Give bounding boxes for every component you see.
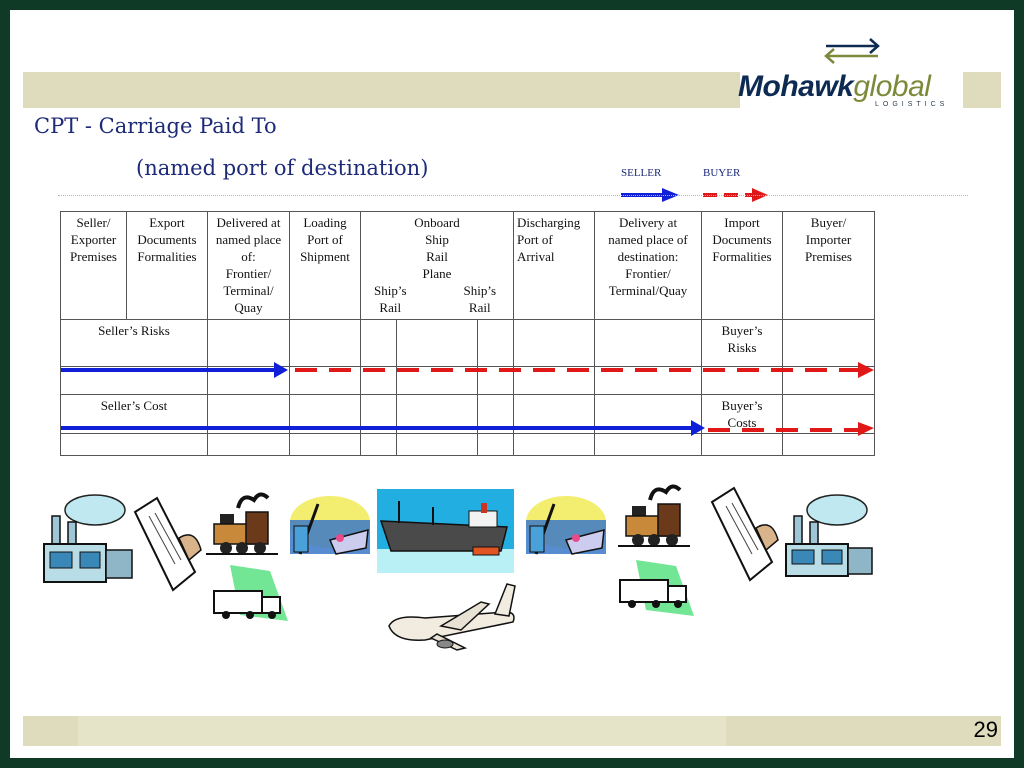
slide-subtitle: (named port of destination) [136,156,429,180]
logo-wordmark: Mohawkglobal [738,70,931,104]
factory-icon [43,494,133,583]
risks-row: Seller’s Risks Buyer’s Risks [60,319,875,367]
header-band-right [963,72,1001,108]
header-delivered-at-text: Delivered at named place of: Frontier/ T… [215,215,282,315]
header-delivery-at-text: Delivery at named place of destination: … [608,215,688,298]
risks-cell [396,319,478,367]
legend-seller-label: SELLER [621,167,662,179]
costs-bottom-row [60,433,875,456]
contract-document-icon [133,496,202,592]
legend-buyer-label: BUYER [703,167,741,179]
ships-rail-group: Ship’s Rail Ship’s Rail [364,282,510,316]
train-icon [618,484,690,547]
header-loading-port-text: Loading Port of Shipment [300,215,350,264]
logo-subtitle: LOGISTICS [875,101,949,108]
header-band [23,72,740,108]
logo-word-accent: global [853,70,931,103]
header-buyer-premises: Buyer/ Importer Premises [782,211,875,320]
seller-risks-label: Seller’s Risks [98,323,170,338]
transport-illustrations [43,484,873,651]
header-discharging-port: Discharging Port of Arrival [513,211,595,320]
header-ships-rail-left: Ship’s Rail [374,283,407,315]
header-seller-premises: Seller/ Exporter Premises [60,211,127,320]
buyer-costs-label: Buyer’s Costs [721,398,763,430]
factory-icon [785,494,873,577]
risks-cell [594,319,702,367]
port-crane-icon [526,496,606,555]
divider-dotted [58,195,968,196]
header-onboard: Onboard Ship Rail Plane Ship’s Rail Ship… [360,211,514,320]
slide: Mohawkglobal LOGISTICS CPT - Carriage Pa… [10,10,1014,758]
header-seller-premises-text: Seller/ Exporter Premises [70,215,117,264]
train-icon [206,492,278,555]
header-discharging-port-text: Discharging Port of Arrival [517,215,581,264]
logo-word-main: Mohawk [738,70,854,103]
risks-cell [289,319,361,367]
header-onboard-text: Onboard Ship Rail Plane [414,215,460,281]
seller-cost-label: Seller’s Cost [100,398,168,413]
header-export-formalities-text: Export Documents Formalities [137,215,197,264]
footer-band-right [726,716,1001,746]
header-row: Seller/ Exporter Premises Export Documen… [60,211,875,320]
bottom-cell [782,433,875,456]
footer-band-middle [78,716,726,746]
slide-title: CPT - Carriage Paid To [34,114,277,138]
truck-icon [619,560,694,616]
airplane-icon [388,583,516,651]
header-delivered-at: Delivered at named place of: Frontier/ T… [207,211,290,320]
buyer-costs-cell: Buyer’s Costs [701,394,783,434]
header-buyer-premises-text: Buyer/ Importer Premises [805,215,852,264]
buyer-risks-cell: Buyer’s Risks [701,319,783,367]
incoterm-table: Seller/ Exporter Premises Export Documen… [60,211,875,456]
footer-band-left [23,716,78,746]
contract-document-icon [710,486,779,582]
header-export-formalities: Export Documents Formalities [126,211,208,320]
header-ships-rail-right: Ship’s Rail [463,283,496,315]
truck-icon [213,565,288,621]
buyer-risks-label: Buyer’s Risks [721,323,763,355]
cargo-ship-icon [377,489,514,573]
logo-arrows-icon [824,38,880,64]
header-delivery-at: Delivery at named place of destination: … [594,211,702,320]
header-import-formalities-text: Import Documents Formalities [712,215,772,264]
header-import-formalities: Import Documents Formalities [701,211,783,320]
page-number: 29 [973,717,998,742]
port-crane-icon [290,496,370,555]
